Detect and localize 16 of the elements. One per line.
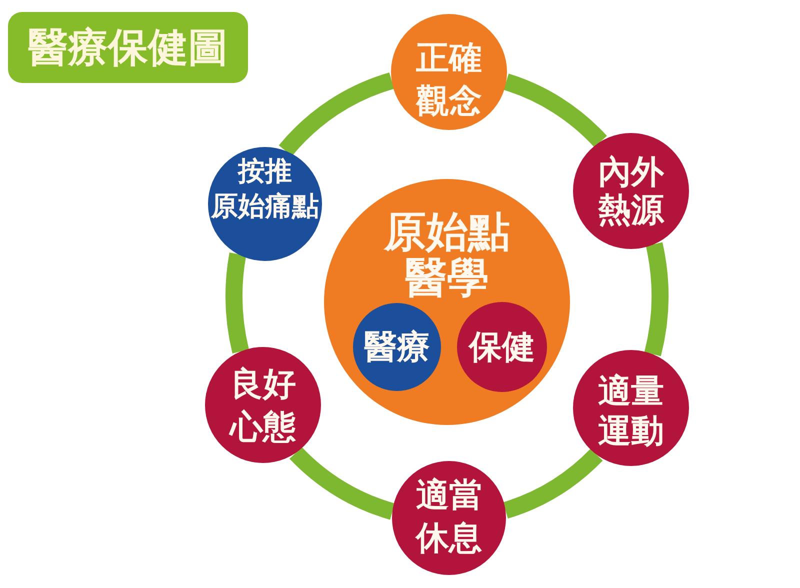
topic-circle: 適量運動 (573, 350, 689, 466)
subtopic-circle: 醫療 (353, 303, 441, 391)
ring-arc (502, 448, 602, 518)
ring-arc (290, 446, 396, 520)
ring-arc (644, 242, 668, 356)
ring-arc (503, 74, 607, 148)
subtopic-circle: 保健 (457, 302, 547, 392)
topic-circle: 按推原始痛點 (208, 147, 322, 261)
topic-circle: 良好心態 (205, 347, 321, 463)
topic-circle: 內外熱源 (573, 133, 689, 249)
title-banner: 醫療保健圖 (8, 12, 248, 83)
hub-title: 原始點醫學 (382, 209, 511, 301)
topic-circle: 適當休息 (392, 461, 506, 575)
ring-arc (226, 253, 250, 354)
topic-circle: 正確觀念 (391, 14, 507, 130)
ring-arc (279, 72, 394, 157)
